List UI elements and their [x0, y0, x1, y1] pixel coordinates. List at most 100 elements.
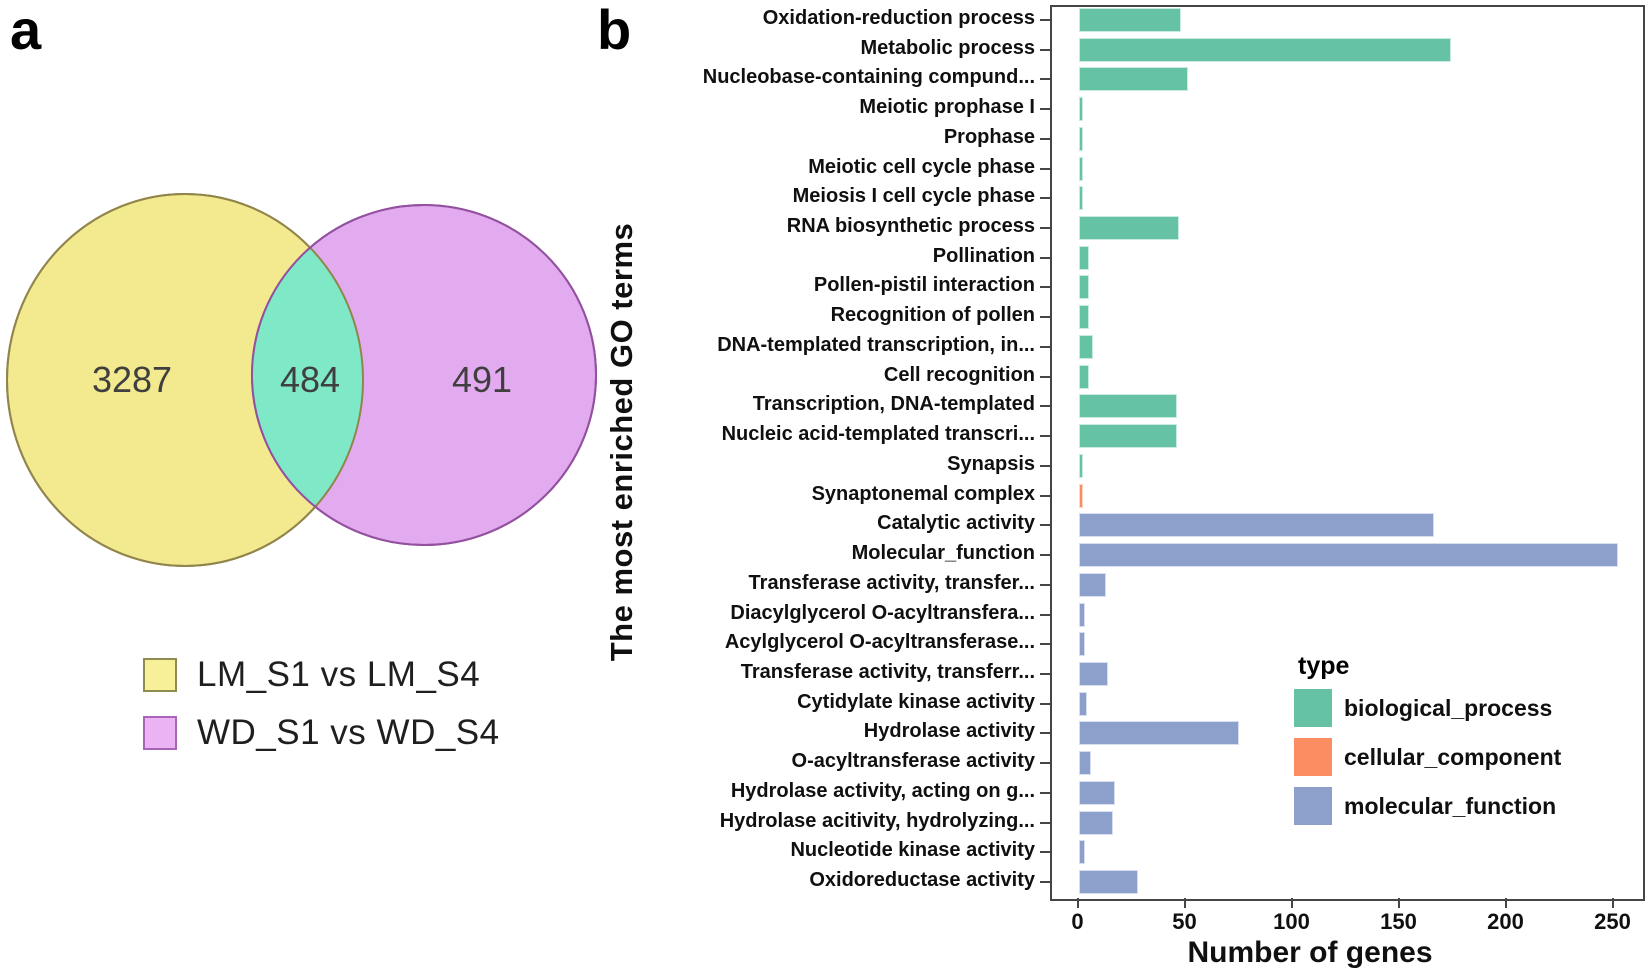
- bar: [1078, 97, 1083, 122]
- chart-legend-item: molecular_function: [1294, 787, 1561, 825]
- bar: [1078, 364, 1090, 389]
- x-axis-tick-label: 200: [1487, 909, 1524, 934]
- category-label: Metabolic process: [860, 36, 1035, 59]
- y-axis-tick: [1040, 435, 1051, 438]
- bar: [1078, 840, 1085, 865]
- venn-legend-swatch: [143, 716, 177, 750]
- x-axis-tick: [1397, 898, 1400, 908]
- y-axis-tick: [1040, 851, 1051, 854]
- legend-swatch: [1294, 689, 1332, 727]
- category-label: DNA-templated transcription, in...: [717, 333, 1035, 356]
- category-label: Oxidation-reduction process: [762, 6, 1035, 29]
- chart-legend-item: cellular_component: [1294, 738, 1561, 776]
- category-label: Transferase activity, transfer...: [748, 571, 1035, 594]
- legend-label: cellular_component: [1344, 743, 1562, 770]
- bar: [1078, 245, 1090, 270]
- legend-swatch: [1294, 787, 1332, 825]
- bar: [1078, 810, 1113, 835]
- bar: [1078, 216, 1180, 240]
- bar: [1078, 483, 1083, 508]
- bar: [1078, 780, 1115, 805]
- x-axis-title: Number of genes: [1187, 936, 1433, 969]
- bar: [1078, 721, 1239, 746]
- venn-legend-label: LM_S1 vs LM_S4: [197, 655, 481, 694]
- panel-b-label: b: [597, 0, 632, 61]
- venn-right-outline: [251, 204, 597, 546]
- venn-left-outline: [6, 193, 364, 567]
- venn-overlap-region: [252, 205, 363, 545]
- y-axis-tick: [1040, 197, 1051, 200]
- category-label: Catalytic activity: [877, 512, 1035, 535]
- category-label: Cytidylate kinase activity: [797, 690, 1035, 713]
- y-axis-tick: [1040, 137, 1051, 140]
- y-axis-tick: [1040, 256, 1051, 259]
- y-axis-tick: [1040, 375, 1051, 378]
- panel-a-label: a: [10, 0, 42, 61]
- legend-label: biological_process: [1344, 694, 1553, 721]
- category-label: Nucleic acid-templated transcri...: [721, 423, 1035, 446]
- bar: [1078, 305, 1090, 330]
- category-label: Meiosis I cell cycle phase: [792, 185, 1035, 208]
- category-label: Cell recognition: [883, 363, 1035, 386]
- bar: [1078, 632, 1085, 657]
- venn-legend-label: WD_S1 vs WD_S4: [197, 713, 500, 752]
- y-axis-tick: [1040, 524, 1051, 527]
- bar: [1078, 275, 1090, 300]
- x-axis-tick: [1183, 898, 1186, 908]
- legend-label: molecular_function: [1344, 792, 1557, 819]
- venn-legend-item: WD_S1 vs WD_S4: [143, 713, 500, 753]
- category-label: Transferase activity, transferr...: [740, 661, 1035, 683]
- bar: [1078, 870, 1139, 895]
- category-label: Transcription, DNA-templated: [752, 393, 1035, 416]
- bar: [1078, 37, 1451, 62]
- bar: [1078, 453, 1083, 478]
- x-axis-tick-label: 0: [1071, 909, 1084, 934]
- y-axis-tick: [1040, 762, 1051, 765]
- category-label: Meiotic cell cycle phase: [808, 155, 1035, 178]
- venn-diagram: 3287 484 491: [6, 193, 597, 567]
- venn-legend-swatch: [143, 658, 177, 692]
- x-axis-tick: [1611, 898, 1614, 908]
- bar: [1078, 691, 1088, 716]
- venn-left-count: 3287: [92, 359, 172, 400]
- bar: [1078, 7, 1182, 32]
- y-axis-tick: [1040, 583, 1051, 586]
- plot-area: [1050, 5, 1645, 901]
- y-axis-tick: [1040, 821, 1051, 824]
- category-label: Pollination: [932, 244, 1035, 267]
- y-axis-tick: [1040, 554, 1051, 557]
- category-label: Synapsis: [947, 452, 1035, 475]
- x-axis-tick-label: 250: [1594, 909, 1631, 934]
- bar: [1078, 394, 1177, 419]
- y-axis-tick: [1040, 702, 1051, 705]
- category-label: Molecular_function: [851, 542, 1035, 565]
- y-axis-tick: [1040, 167, 1051, 170]
- bar: [1078, 126, 1083, 151]
- category-label: Meiotic prophase I: [859, 96, 1035, 119]
- bar: [1078, 186, 1083, 211]
- category-label: O-acyltransferase activity: [791, 750, 1035, 773]
- x-axis-tick-label: 50: [1172, 909, 1197, 934]
- y-axis-tick: [1040, 316, 1051, 319]
- bar: [1078, 662, 1109, 686]
- x-axis-tick: [1076, 898, 1079, 908]
- venn-overlap-count: 484: [280, 359, 340, 400]
- bar: [1078, 156, 1083, 181]
- y-axis-tick: [1040, 48, 1051, 51]
- venn-legend-item: LM_S1 vs LM_S4: [143, 655, 500, 695]
- y-axis-tick: [1040, 732, 1051, 735]
- y-axis-tick: [1040, 227, 1051, 229]
- y-axis-tick: [1040, 78, 1051, 81]
- y-axis-tick: [1040, 673, 1051, 675]
- y-axis-tick: [1040, 881, 1051, 884]
- y-axis-tick: [1040, 108, 1051, 111]
- y-axis-tick: [1040, 345, 1051, 348]
- y-axis-tick: [1040, 791, 1051, 794]
- bar: [1078, 334, 1094, 359]
- category-label: Hydrolase acitivity, hydrolyzing...: [719, 809, 1035, 832]
- y-axis-tick: [1040, 405, 1051, 408]
- bar: [1078, 572, 1107, 597]
- category-label: Hydrolase activity: [863, 720, 1035, 743]
